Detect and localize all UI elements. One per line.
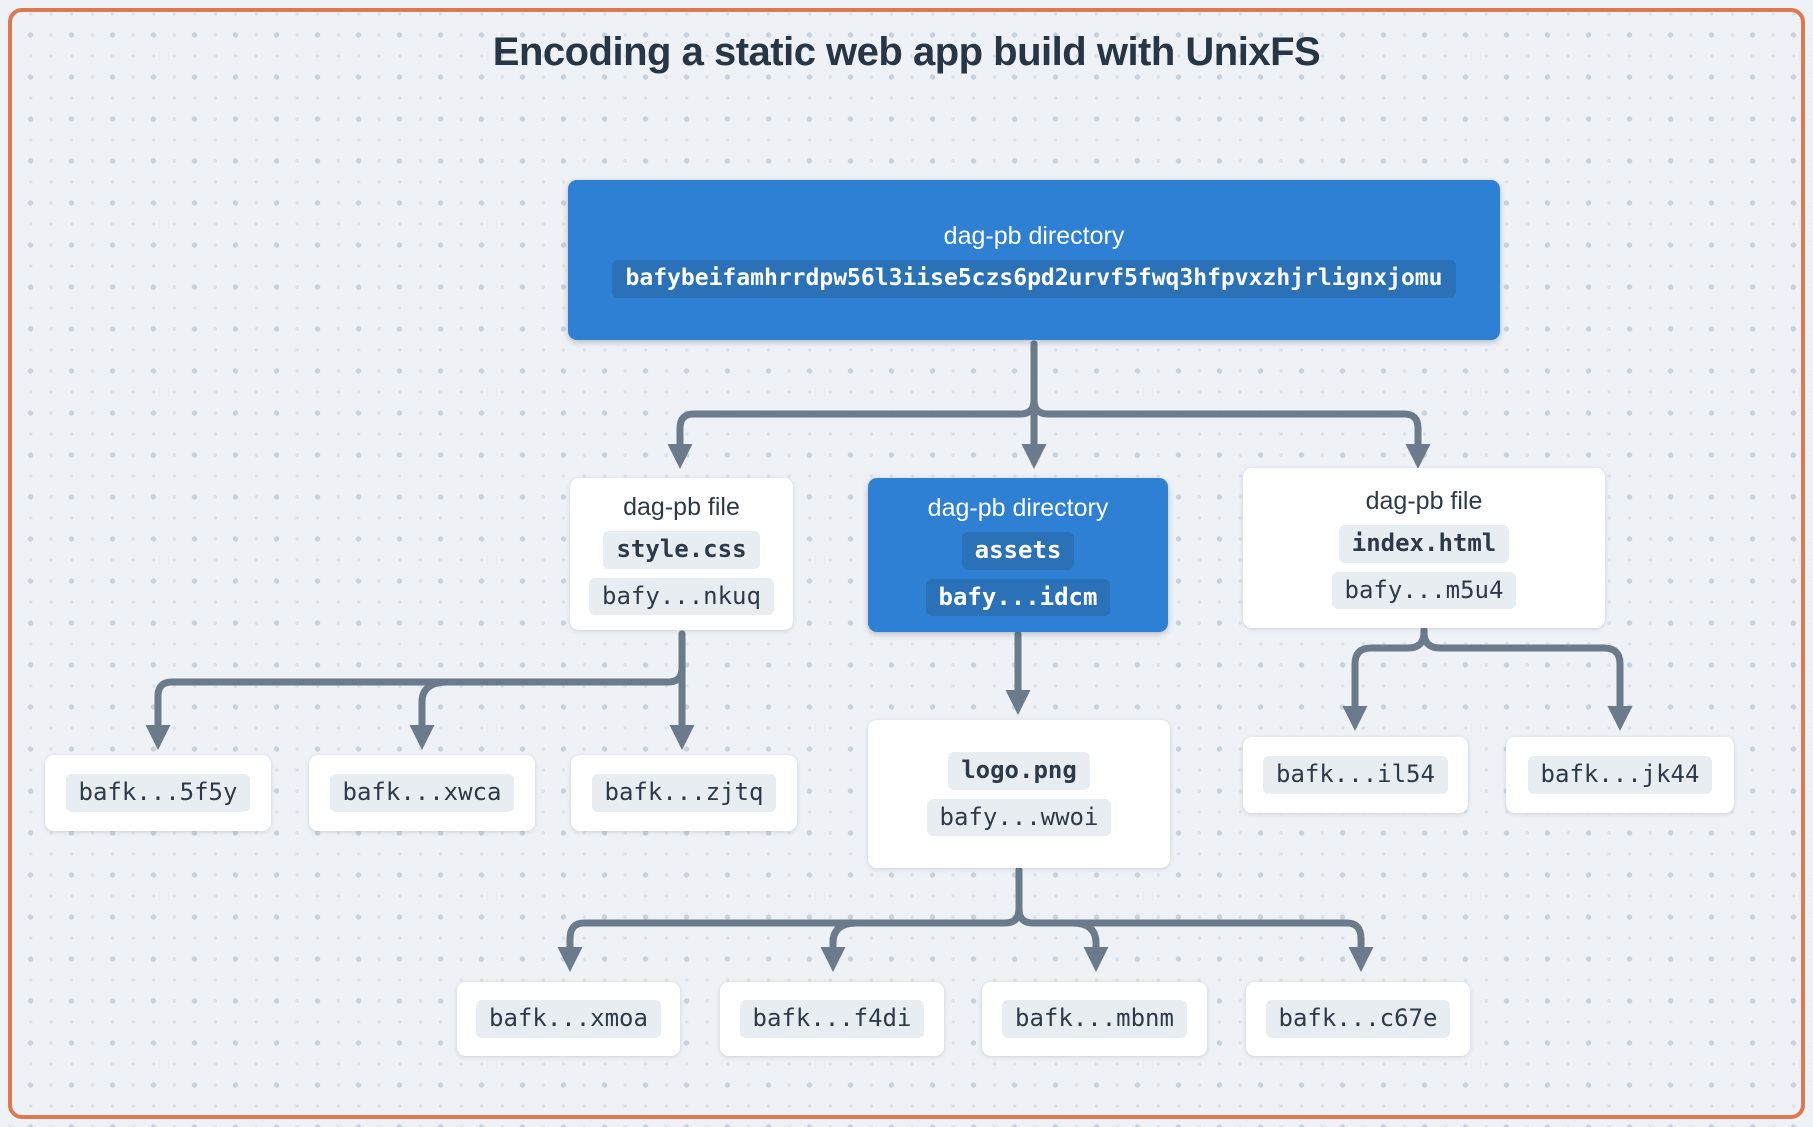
cid-chip: bafy...nkuq bbox=[589, 577, 774, 615]
connector-index-to-leaf-1 bbox=[1342, 626, 1428, 731]
node-leaf-c67e: bafk...c67e bbox=[1246, 982, 1470, 1056]
connector-logo-to-leaf-2 bbox=[820, 919, 861, 972]
connector-logo-to-leaf-4 bbox=[1015, 866, 1374, 972]
connector-root-to-index-html bbox=[1030, 340, 1431, 469]
filename-chip: index.html bbox=[1338, 525, 1510, 563]
cid-chip: bafk...mbnm bbox=[1002, 1000, 1187, 1038]
filename-chip: logo.png bbox=[948, 752, 1090, 790]
node-leaf-f4di: bafk...f4di bbox=[720, 982, 944, 1056]
cid-chip: bafk...jk44 bbox=[1527, 756, 1713, 794]
node-type-label: dag-pb file bbox=[623, 493, 740, 522]
node-leaf-5f5y: bafk...5f5y bbox=[45, 755, 271, 831]
cid-chip: bafk...c67e bbox=[1265, 1000, 1451, 1038]
cid-chip: bafk...zjtq bbox=[591, 774, 777, 812]
connector-logo-to-leaf-1 bbox=[557, 866, 1023, 972]
connector-root-to-style-css bbox=[667, 340, 1038, 469]
cid-chip: bafk...5f5y bbox=[65, 774, 251, 812]
cid-chip: bafk...xwca bbox=[329, 774, 515, 812]
node-leaf-xwca: bafk...xwca bbox=[309, 755, 535, 831]
node-style-css: dag-pb file style.css bafy...nkuq bbox=[570, 478, 793, 630]
cid-chip: bafy...wwoi bbox=[926, 798, 1112, 836]
cid-chip: bafy...m5u4 bbox=[1331, 571, 1517, 609]
node-leaf-il54: bafk...il54 bbox=[1243, 737, 1468, 813]
cid-chip: bafk...xmoa bbox=[476, 1000, 661, 1038]
node-index-html: dag-pb file index.html bafy...m5u4 bbox=[1243, 468, 1605, 628]
filename-chip: style.css bbox=[603, 531, 760, 569]
node-root-directory: dag-pb directory bafybeifamhrrdpw56l3iis… bbox=[568, 180, 1500, 340]
cid-chip: bafk...il54 bbox=[1263, 756, 1448, 794]
node-leaf-xmoa: bafk...xmoa bbox=[457, 982, 680, 1056]
node-assets-directory: dag-pb directory assets bafy...idcm bbox=[868, 478, 1168, 632]
connector-style-to-leaf-1 bbox=[145, 630, 686, 750]
diagram-title: Encoding a static web app build with Uni… bbox=[492, 30, 1321, 74]
cid-chip: bafy...idcm bbox=[925, 578, 1111, 616]
node-type-label: dag-pb directory bbox=[927, 494, 1109, 523]
connector-style-to-leaf-2 bbox=[409, 678, 452, 750]
node-logo-png: logo.png bafy...wwoi bbox=[868, 720, 1170, 868]
connector-index-to-leaf-2 bbox=[1420, 626, 1633, 731]
cid-chip: bafybeifamhrrdpw56l3iise5czs6pd2urvf5fwq… bbox=[611, 260, 1457, 298]
node-type-label: dag-pb file bbox=[1365, 487, 1483, 516]
cid-chip: bafk...f4di bbox=[739, 1000, 925, 1038]
connector-logo-to-leaf-3 bbox=[1068, 919, 1109, 972]
dirname-chip: assets bbox=[961, 532, 1075, 570]
node-leaf-zjtq: bafk...zjtq bbox=[571, 755, 797, 831]
node-leaf-mbnm: bafk...mbnm bbox=[982, 982, 1207, 1056]
node-leaf-jk44: bafk...jk44 bbox=[1506, 737, 1734, 813]
node-type-label: dag-pb directory bbox=[943, 222, 1125, 251]
